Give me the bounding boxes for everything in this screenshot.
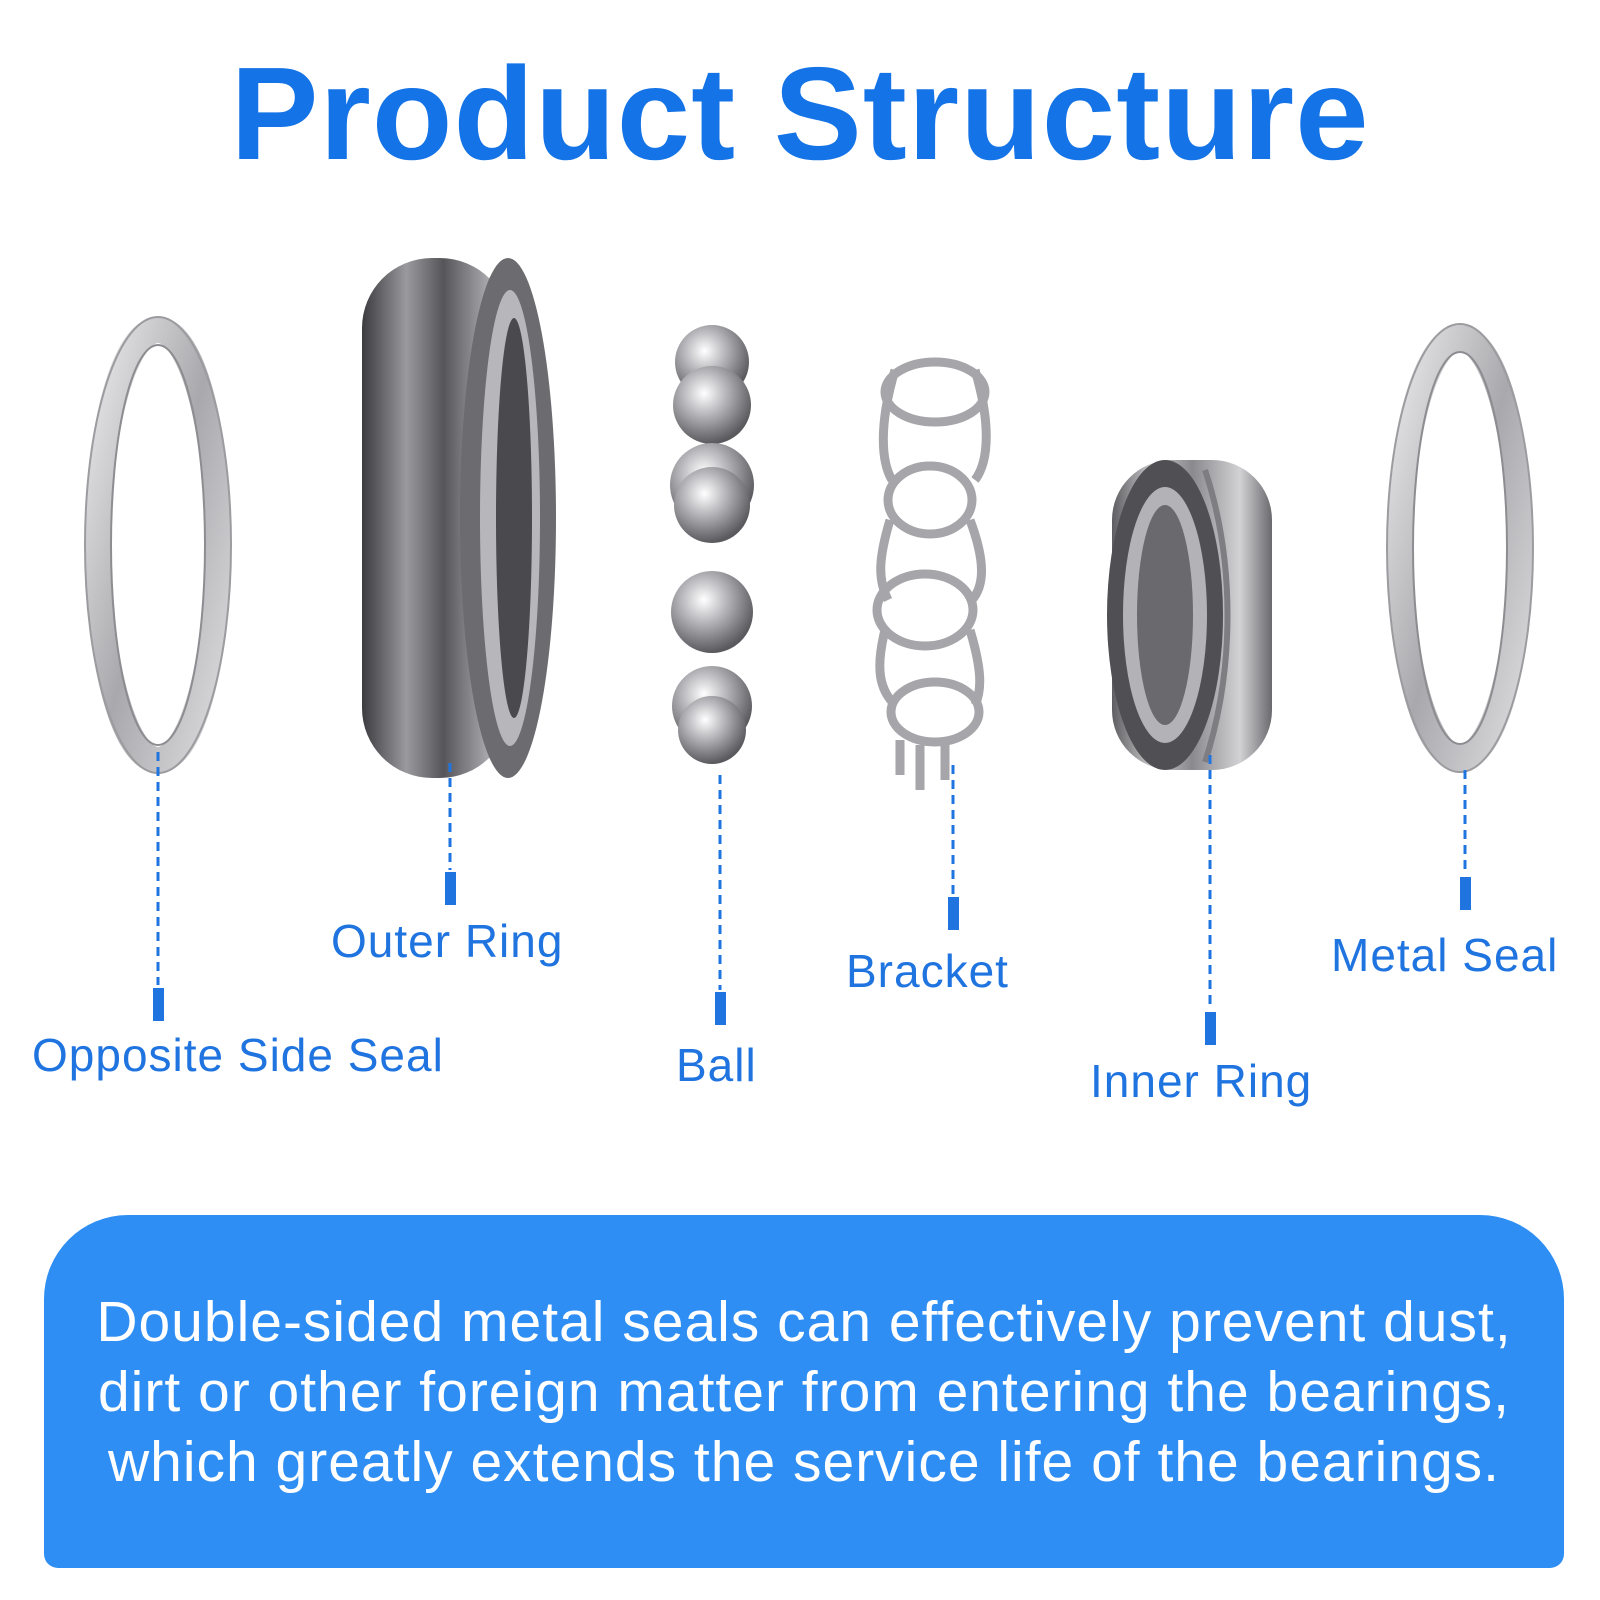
label-bracket: Bracket — [846, 945, 1009, 997]
label-ball: Ball — [676, 1039, 757, 1091]
label-outer-ring: Outer Ring — [331, 915, 564, 967]
label-metal-seal: Metal Seal — [1331, 929, 1559, 981]
description-box: Double-sided metal seals can effectively… — [44, 1215, 1564, 1568]
leader-lines — [156, 752, 1467, 1010]
description-text: Double-sided metal seals can effectively… — [96, 1289, 1512, 1494]
label-inner-ring: Inner Ring — [1090, 1055, 1313, 1107]
inner-ring-image — [1107, 460, 1272, 770]
label-opposite-side-seal: Opposite Side Seal — [32, 1029, 444, 1081]
metal-seal-image — [1386, 323, 1534, 773]
balls-image — [670, 325, 754, 764]
page-title: Product Structure — [230, 40, 1370, 187]
exploded-bearing-diagram — [84, 258, 1534, 1045]
bracket-image — [872, 357, 991, 790]
leader-markers — [153, 872, 1471, 1045]
opposite-side-seal-image — [84, 316, 232, 774]
outer-ring-image — [362, 258, 556, 778]
